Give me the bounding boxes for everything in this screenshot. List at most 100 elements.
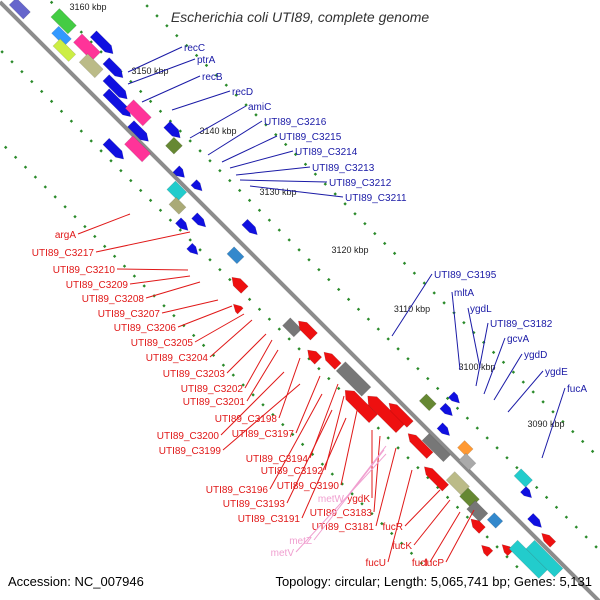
forward-gene-label: amiC: [248, 102, 271, 113]
reverse-gene-label: fucK: [392, 541, 412, 552]
forward-gene-label-leader: [249, 185, 344, 198]
tick-dot: [297, 347, 301, 351]
tick-dot: [337, 287, 341, 292]
tick-dot: [333, 192, 337, 196]
reverse-gene-label: UTI89_C3204: [146, 353, 209, 364]
tick-dot: [277, 228, 281, 232]
tick-dot: [129, 178, 133, 183]
tick-dot: [148, 99, 153, 104]
tick-dot: [419, 561, 424, 565]
reverse-gene-label: UTI89_C3200: [157, 431, 220, 442]
tick-dot: [122, 264, 127, 268]
map-title: Escherichia coli UTI89, complete genome: [171, 9, 430, 25]
kbp-marker: 3120 kbp: [331, 245, 368, 255]
reverse-gene-label-leader: [222, 383, 301, 451]
tick-dot: [148, 198, 153, 203]
tick-dot: [495, 545, 499, 549]
reverse-gene-label: UTI89_C3205: [131, 338, 194, 349]
tick-dot: [257, 307, 262, 311]
reverse-gene-label: UTI89_C3190: [277, 481, 340, 492]
forward-gene-label: recC: [184, 43, 205, 54]
tick-dot: [192, 333, 196, 338]
forward-gene-label: UTI89_C3216: [264, 117, 327, 128]
reverse-gene-label-leader: [295, 375, 321, 434]
tick-dot: [63, 205, 67, 209]
reverse-gene-label: UTI89_C3199: [159, 446, 222, 457]
tick-dot: [247, 198, 252, 203]
reverse-gene-label-leader: [286, 409, 333, 504]
tick-dot: [396, 446, 400, 450]
tick-dot: [267, 218, 272, 222]
rna-gene-label: metW: [318, 494, 345, 505]
tick-dot: [10, 60, 14, 64]
tick-dot: [455, 406, 460, 410]
forward-gene-label: mltA: [454, 288, 474, 299]
gene-feature: [186, 242, 199, 256]
tick-dot: [564, 515, 569, 519]
forward-gene-label-leader: [141, 75, 201, 103]
gene-feature: [439, 402, 453, 417]
tick-dot: [287, 337, 291, 341]
gene-feature: [388, 402, 414, 428]
tick-dot: [590, 449, 595, 454]
tick-dot: [188, 139, 192, 143]
forward-gene-label-leader: [127, 58, 196, 85]
tick-dot: [406, 456, 410, 460]
gene-feature: [335, 361, 372, 397]
tick-dot: [561, 419, 565, 424]
tick-dot: [274, 132, 278, 137]
forward-gene-label-leader: [467, 307, 481, 369]
reverse-gene-label-leader: [278, 357, 301, 419]
reverse-gene-label-leader: [244, 339, 273, 389]
tick-dot: [485, 535, 489, 539]
gene-feature: [168, 196, 187, 215]
gene-feature: [525, 539, 564, 578]
tick-dot: [544, 495, 549, 500]
reverse-gene-label: UTI89_C3209: [66, 280, 129, 291]
forward-gene-label: UTI89_C3182: [490, 319, 553, 330]
tick-dot: [511, 370, 516, 374]
tick-dot: [231, 373, 235, 377]
reverse-gene-label: UTI89_C3217: [32, 248, 95, 259]
tick-dot: [4, 145, 8, 150]
forward-gene-label-leader: [483, 337, 506, 395]
tick-dot: [346, 297, 351, 302]
tick-dot: [416, 465, 420, 470]
tick-dot: [402, 261, 407, 265]
tick-dot: [323, 182, 327, 186]
reverse-gene-label: UTI89_C3201: [183, 397, 246, 408]
tick-dot: [317, 267, 321, 272]
forward-gene-label-leader: [391, 273, 433, 337]
tick-dot: [79, 30, 83, 34]
tick-dot: [356, 307, 361, 311]
tick-dot: [574, 525, 578, 529]
tick-dot: [185, 43, 189, 48]
gene-feature: [127, 120, 149, 142]
gene-feature: [232, 303, 244, 315]
reverse-gene-label-leader: [95, 231, 191, 253]
gene-feature: [423, 466, 450, 492]
gene-feature: [481, 544, 494, 557]
gene-feature: [298, 320, 318, 341]
reverse-gene-label: fucI: [412, 558, 428, 569]
tick-dot: [412, 271, 417, 275]
gene-feature: [226, 246, 245, 265]
gene-feature: [541, 532, 557, 548]
tick-dot: [501, 360, 506, 364]
reverse-gene-label-leader: [209, 319, 253, 358]
tick-dot: [551, 410, 555, 414]
forward-gene-label-leader: [475, 322, 489, 387]
reverse-gene-label: UTI89_C3183: [310, 508, 373, 519]
forward-gene-label: UTI89_C3215: [279, 132, 342, 143]
tick-dot: [475, 426, 479, 430]
tick-dot: [436, 386, 440, 391]
forward-gene-label-leader: [493, 353, 523, 401]
tick-dot: [40, 89, 44, 94]
gene-feature: [527, 512, 543, 528]
tick-dot: [465, 416, 470, 420]
tick-dot: [281, 422, 285, 427]
gene-feature: [344, 389, 379, 424]
tick-dot: [89, 139, 93, 143]
reverse-gene-label: fucU: [365, 558, 386, 569]
gene-feature: [52, 38, 77, 62]
